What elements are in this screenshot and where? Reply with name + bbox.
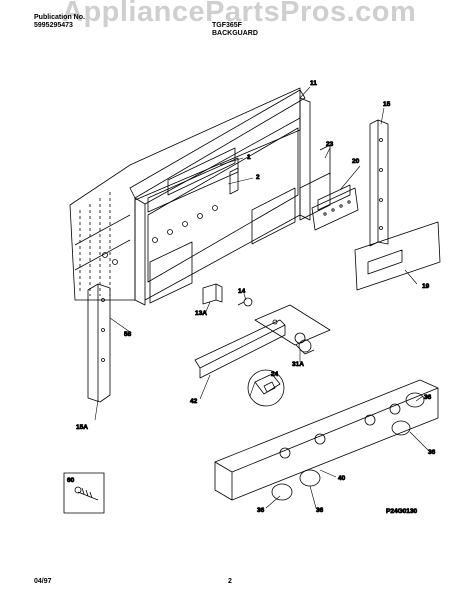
switch-detail — [247, 369, 285, 407]
callout-15: 15 — [383, 101, 391, 108]
insulation-block — [149, 241, 193, 304]
callout-58: 58 — [124, 331, 132, 338]
clock-module — [299, 144, 359, 231]
callout-19: 19 — [422, 283, 430, 290]
backguard-body — [102, 89, 311, 306]
publication-label: Publication No. — [34, 14, 85, 21]
trim-parts — [147, 147, 296, 245]
leader-lines — [94, 86, 429, 509]
model-number: TGF365F — [212, 22, 242, 29]
screw-detail — [63, 472, 105, 514]
callout-2: 2 — [256, 174, 260, 181]
callout-31a: 31A — [292, 361, 304, 368]
diagram-code: P24G0130 — [386, 508, 417, 515]
knobs — [271, 392, 425, 501]
front-glass-panel — [354, 221, 441, 291]
callout-36-left: 36 — [257, 507, 265, 514]
left-side-bracket — [87, 283, 111, 403]
callout-13a: 13A — [195, 310, 207, 317]
section-title: BACKGUARD — [212, 30, 258, 37]
callout-40: 40 — [338, 475, 346, 482]
callout-14: 14 — [238, 288, 246, 295]
callout-24: 24 — [271, 371, 279, 378]
switch-and-lamp — [202, 283, 253, 307]
callout-20: 20 — [352, 158, 360, 165]
callout-1: 1 — [247, 154, 251, 161]
footer-date: 04/97 — [34, 578, 52, 585]
callout-42: 42 — [190, 398, 198, 405]
callout-23: 23 — [326, 141, 334, 148]
callout-11: 11 — [310, 80, 317, 87]
footer-page: 2 — [228, 578, 232, 585]
callout-36-top: 36 — [424, 394, 432, 401]
watermark: AppliancePartsPros.com — [62, 0, 417, 28]
callout-36-middle: 36 — [316, 507, 324, 514]
lower-rail — [194, 319, 286, 379]
valve-bracket — [254, 304, 331, 355]
callout-36-right: 36 — [428, 449, 436, 456]
callout-60: 60 — [67, 477, 75, 484]
callout-15a: 15A — [76, 424, 88, 431]
control-panel — [214, 379, 439, 501]
callout-labels: 11 1 2 15 23 20 19 14 13A 58 31A 24 42 1… — [67, 80, 436, 515]
right-side-bracket — [369, 119, 389, 247]
publication-number: 5995295473 — [34, 22, 73, 29]
